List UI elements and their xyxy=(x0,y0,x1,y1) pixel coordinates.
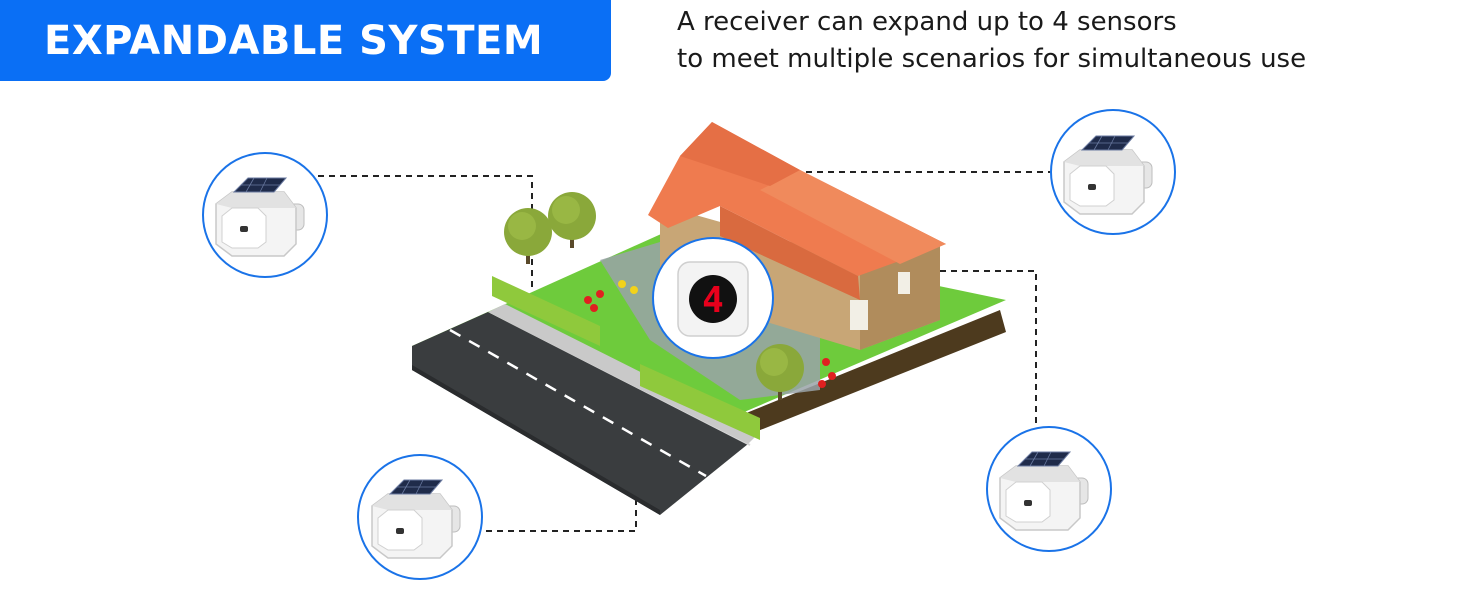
description-line-2: to meet multiple scenarios for simultane… xyxy=(677,44,1307,74)
receiver: 4 xyxy=(652,237,774,359)
sensor-top-right xyxy=(1050,109,1176,235)
title-badge: EXPANDABLE SYSTEM xyxy=(0,0,611,81)
description: A receiver can expand up to 4 sensors to… xyxy=(677,4,1457,78)
description-line-1: A receiver can expand up to 4 sensors xyxy=(677,7,1177,37)
tree-icon xyxy=(504,208,552,264)
flower-bed xyxy=(584,280,836,388)
sensor-bottom-left xyxy=(357,454,483,580)
sensor-bottom-right xyxy=(986,426,1112,552)
receiver-display-digit: 4 xyxy=(702,280,724,321)
title-badge-label: EXPANDABLE SYSTEM xyxy=(44,17,544,64)
sensor-top-left xyxy=(202,152,328,278)
tree-icon xyxy=(548,192,596,248)
